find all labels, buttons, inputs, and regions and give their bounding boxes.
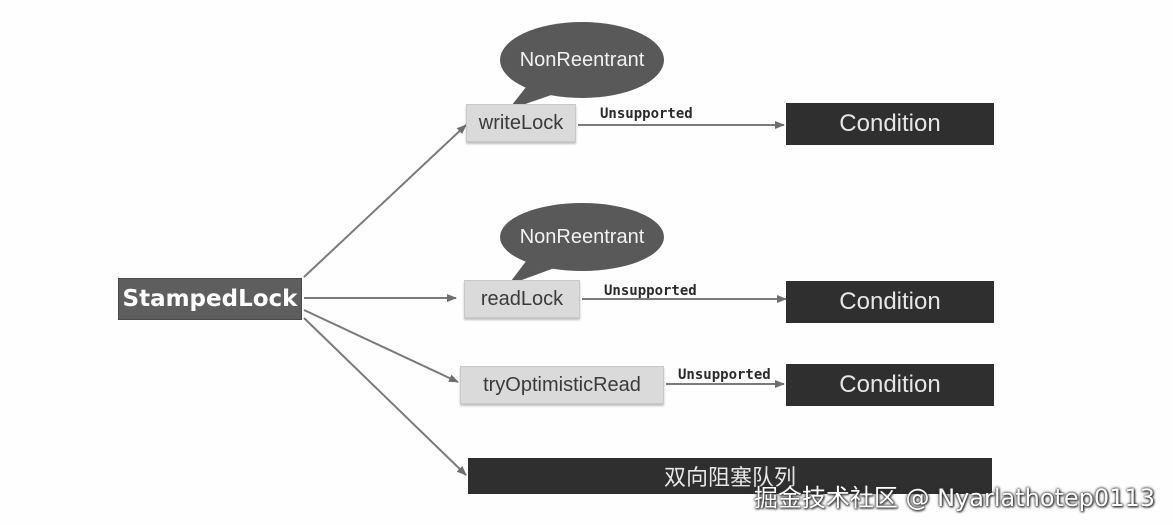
bubble-read-text: NonReentrant bbox=[519, 226, 645, 248]
condition-node-writelock: Condition bbox=[786, 103, 994, 145]
bubble-read bbox=[500, 203, 664, 285]
condition-node-readlock: Condition bbox=[786, 281, 994, 323]
edge-root-writelock bbox=[303, 124, 467, 278]
edge-label-tryoptimisticread: Unsupported bbox=[678, 367, 771, 383]
condition-node-tryoptimisticread: Condition bbox=[786, 364, 994, 406]
edge-label-readlock: Unsupported bbox=[604, 283, 697, 299]
stampedlock-node: StampedLock bbox=[118, 278, 302, 320]
edge-root-tryoptimisticread bbox=[303, 309, 459, 383]
edge-root-queue bbox=[303, 317, 467, 476]
bubble-write-text: NonReentrant bbox=[519, 49, 645, 71]
watermark: 掘金技术社区 @ Nyarlathotep0113 bbox=[753, 484, 1155, 512]
bidirectional-blocking-queue-node: 双向阻塞队列 bbox=[468, 458, 992, 494]
tryoptimisticread-node: tryOptimisticRead bbox=[460, 366, 664, 404]
readlock-node: readLock bbox=[464, 280, 580, 318]
writelock-node: writeLock bbox=[466, 104, 576, 142]
edge-label-writelock: Unsupported bbox=[600, 106, 693, 122]
bubble-write bbox=[500, 22, 664, 110]
